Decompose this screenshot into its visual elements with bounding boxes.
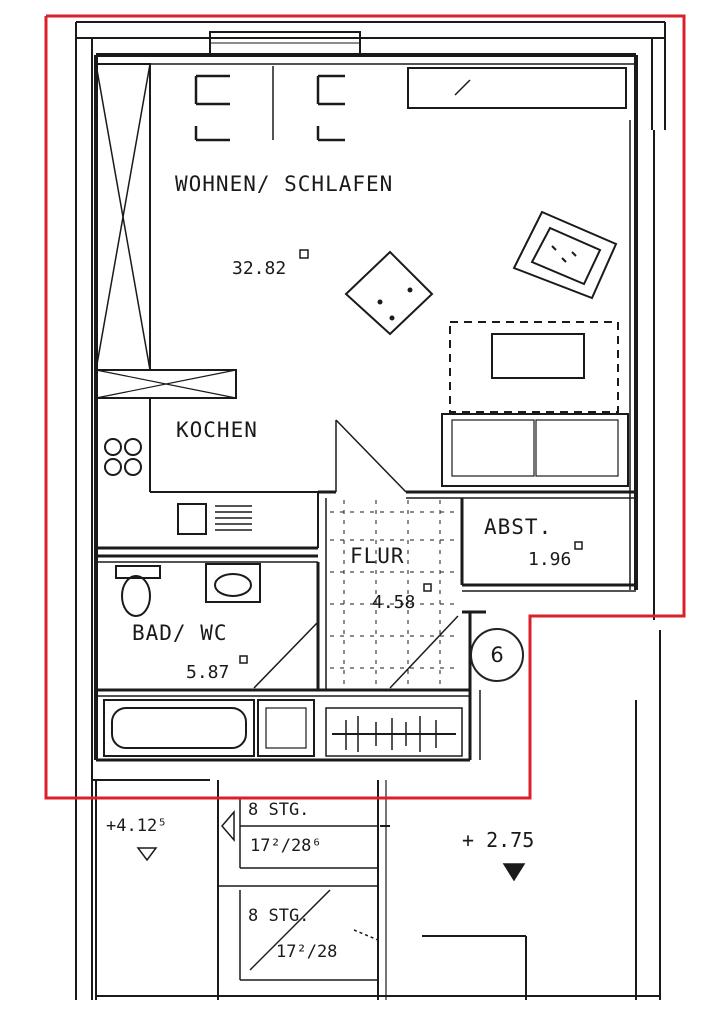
stair-lower-ratio: 17²/28 bbox=[276, 942, 338, 962]
level-markers bbox=[136, 847, 526, 882]
room-label-kochen: KOCHEN bbox=[176, 418, 258, 442]
coffee-table bbox=[344, 250, 434, 336]
sofa bbox=[441, 413, 629, 487]
room-area-flur: 4.58 bbox=[372, 592, 416, 613]
room-label-wohnen: WOHNEN/ SCHLAFEN bbox=[175, 172, 394, 196]
stair-upper-steps: 8 STG. bbox=[248, 800, 310, 820]
interior-walls bbox=[96, 490, 636, 762]
outer-walls bbox=[75, 21, 666, 1000]
lower-building bbox=[92, 779, 660, 1000]
stove-burners bbox=[104, 438, 142, 476]
washbasin bbox=[205, 563, 261, 603]
unit-number-badge: 6 bbox=[470, 628, 524, 682]
hallway-grid bbox=[330, 500, 458, 688]
room-area-wohnen: 32.82 bbox=[232, 258, 287, 279]
apartment-outline bbox=[44, 14, 686, 800]
dining-table bbox=[194, 66, 345, 142]
room-label-bad: BAD/ WC bbox=[132, 621, 228, 645]
armchair bbox=[512, 210, 618, 300]
stair-lower-steps: 8 STG. bbox=[248, 906, 310, 926]
coat-rack bbox=[325, 707, 463, 757]
sideboard bbox=[407, 67, 627, 109]
room-label-abst: ABST. bbox=[484, 515, 553, 539]
toilet bbox=[115, 565, 161, 617]
kitchen-counter bbox=[96, 398, 319, 550]
stair-upper-ratio: 17²/28⁶ bbox=[250, 836, 322, 856]
bathtub bbox=[103, 699, 315, 757]
room-label-flur: FLUR bbox=[350, 544, 405, 568]
room-area-bad: 5.87 bbox=[186, 662, 230, 683]
level-left: +4.12⁵ bbox=[106, 816, 168, 836]
room-area-abst: 1.96 bbox=[528, 549, 572, 570]
bed bbox=[449, 321, 619, 413]
level-right: + 2.75 bbox=[462, 828, 535, 852]
doors bbox=[235, 370, 459, 689]
